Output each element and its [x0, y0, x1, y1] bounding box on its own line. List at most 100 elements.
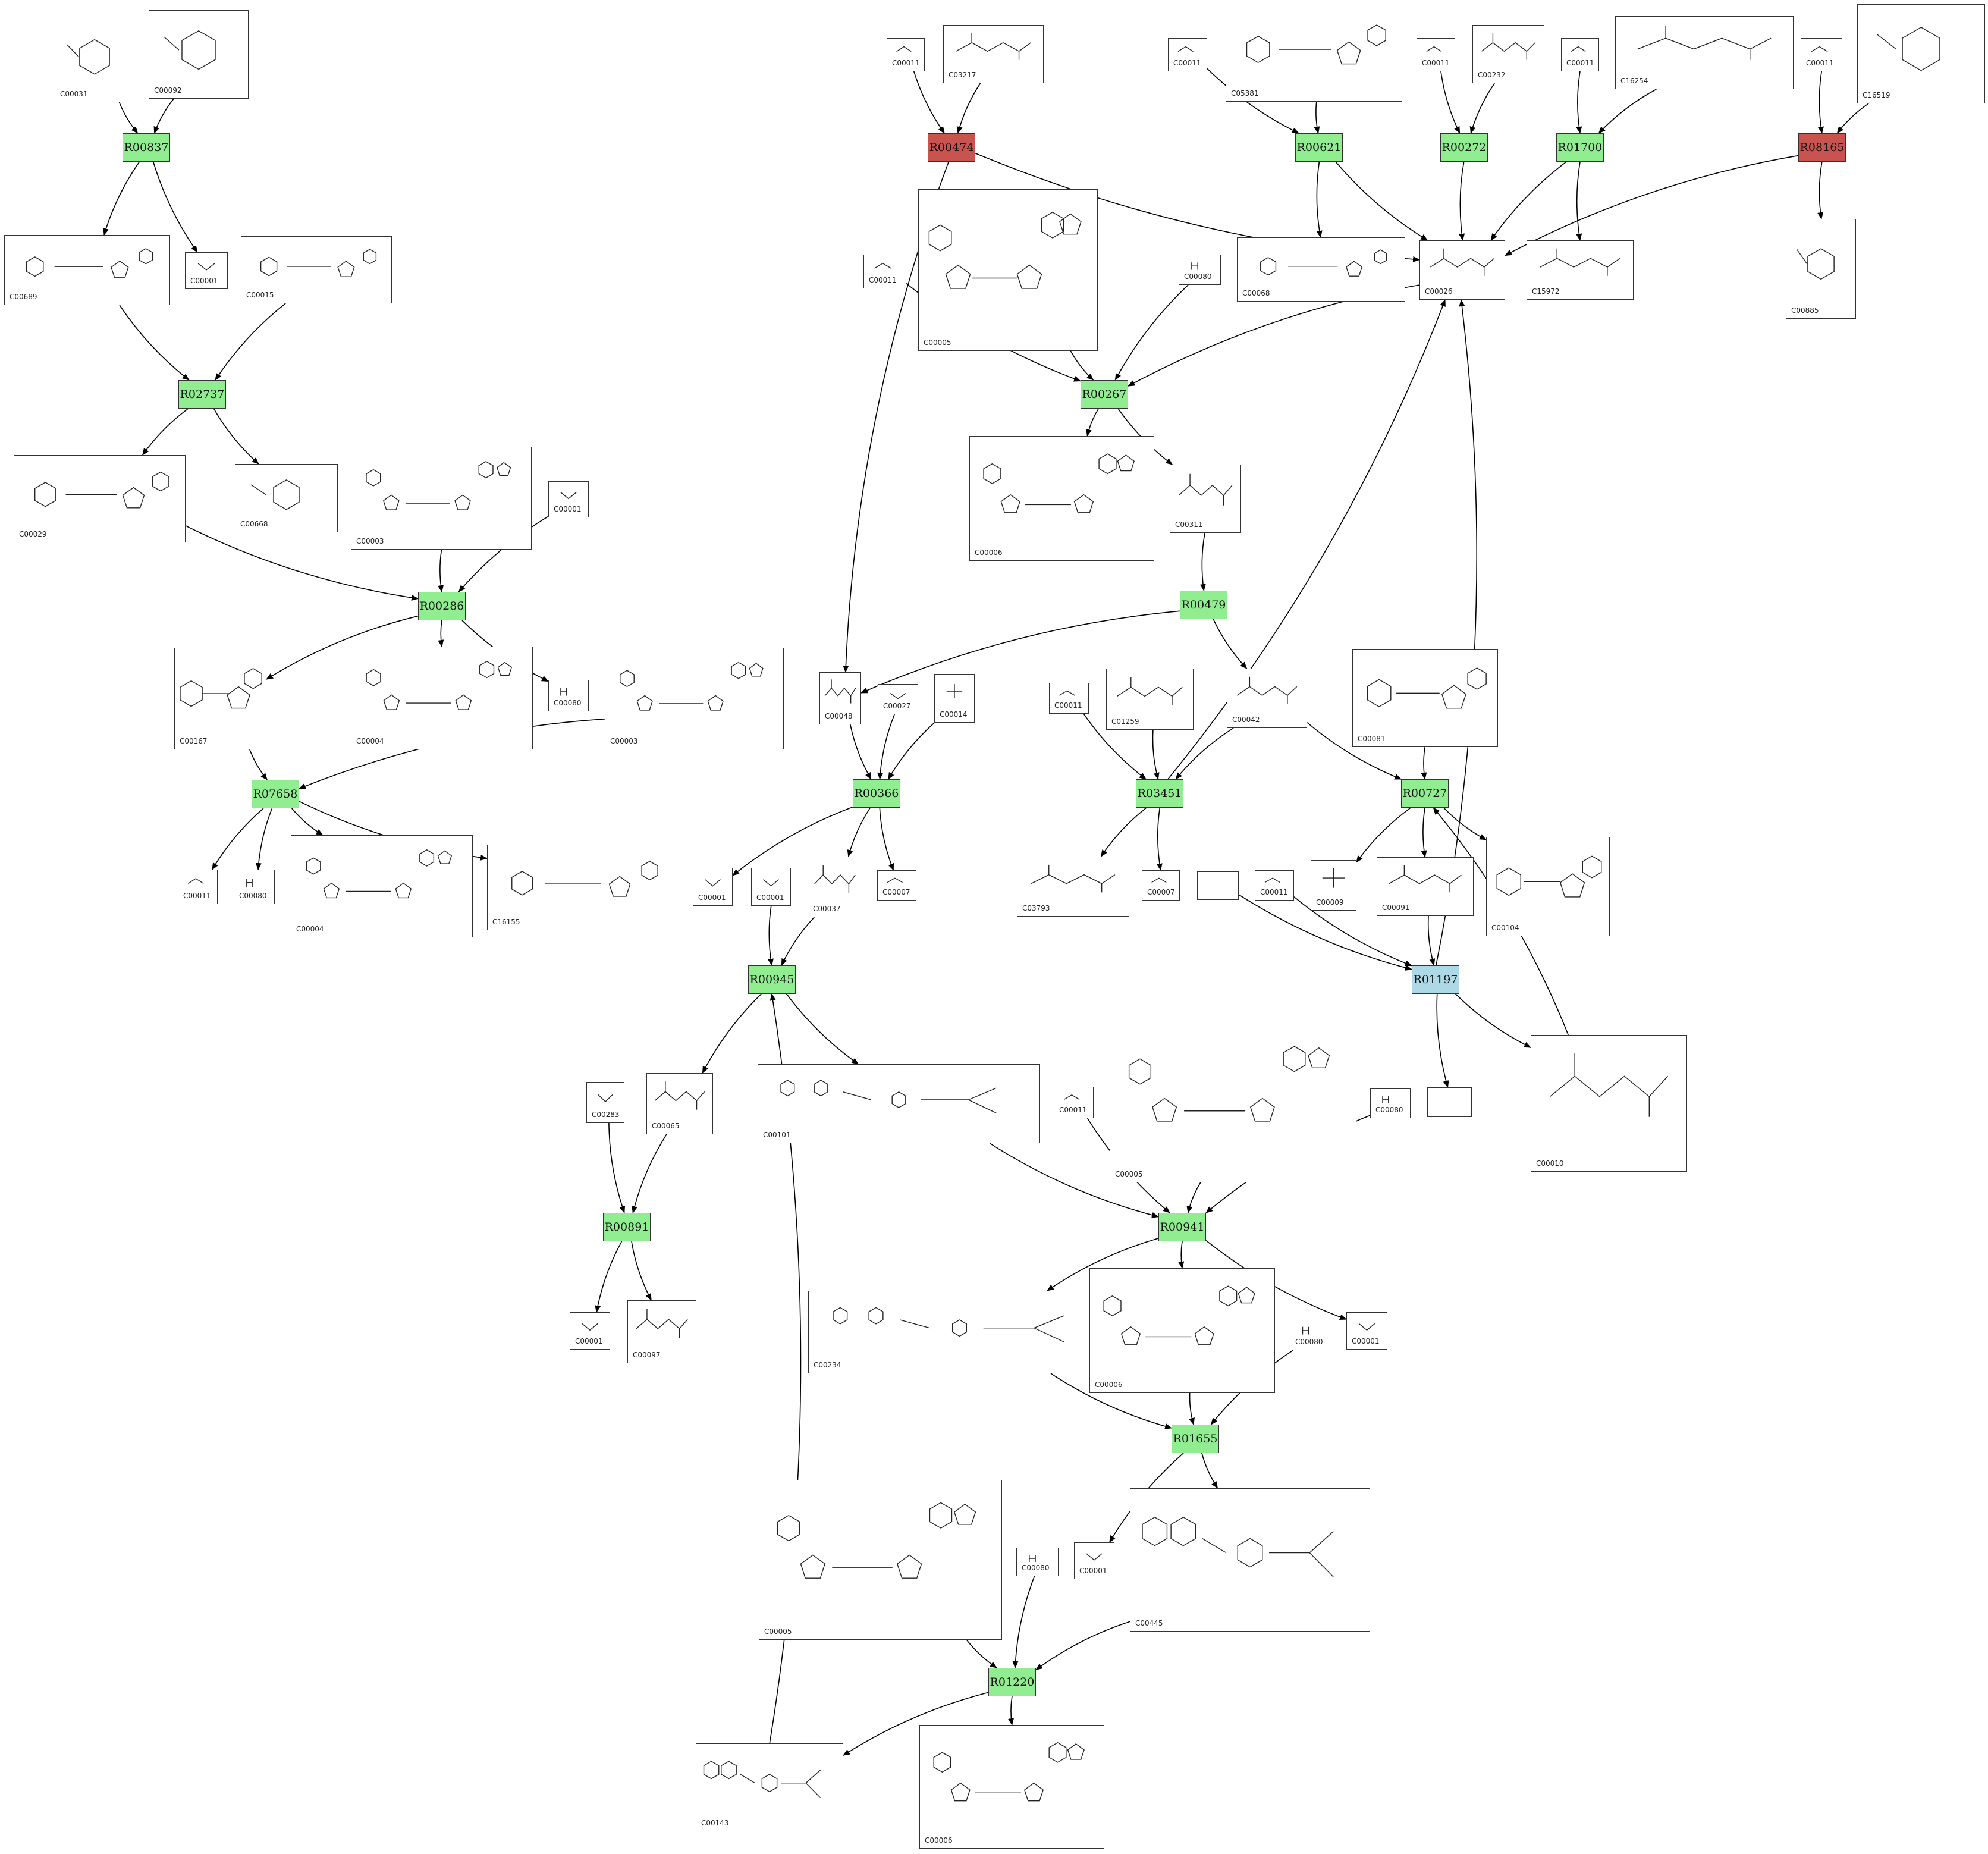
compound-c16254[interactable]: C16254	[1615, 16, 1794, 89]
compound-c00445[interactable]: C00445	[1130, 1488, 1370, 1632]
reaction-r00286[interactable]: R00286	[418, 592, 466, 620]
compound-c00007[interactable]: C00007	[877, 870, 916, 901]
compound-c00091[interactable]: C00091	[1377, 857, 1474, 916]
compound-c00283[interactable]: C00283	[586, 1082, 624, 1123]
compound-c00014[interactable]: C00014	[934, 674, 975, 723]
compound-c00001[interactable]: C00001	[693, 868, 733, 906]
reaction-r08165[interactable]: R08165	[1798, 133, 1846, 162]
compound-c00005[interactable]: C00005	[759, 1480, 1002, 1640]
compound-empty[interactable]	[1197, 871, 1239, 900]
compound-c00068[interactable]: C00068	[1237, 237, 1405, 302]
compound-c00167[interactable]: C00167	[174, 648, 266, 749]
compound-c00080[interactable]: C00080	[1179, 255, 1221, 285]
compound-id-label: C00006	[975, 548, 1003, 557]
compound-c00080[interactable]: C00080	[1290, 1319, 1331, 1350]
reaction-r01655[interactable]: R01655	[1172, 1425, 1219, 1453]
compound-c00011[interactable]: C00011	[1417, 38, 1455, 71]
reaction-r00945[interactable]: R00945	[748, 965, 796, 994]
compound-c00026[interactable]: C00026	[1419, 240, 1505, 300]
reaction-r00621[interactable]: R00621	[1295, 133, 1343, 162]
compound-c00081[interactable]: C00081	[1352, 649, 1498, 747]
reaction-r07658[interactable]: R07658	[252, 780, 299, 808]
compound-c00885[interactable]: C00885	[1786, 219, 1856, 319]
compound-c00011[interactable]: C00011	[887, 38, 925, 71]
compound-c00009[interactable]: C00009	[1311, 860, 1356, 911]
compound-c00003[interactable]: C00003	[351, 447, 532, 550]
compound-c00037[interactable]: C00037	[808, 857, 862, 917]
reaction-r00272[interactable]: R00272	[1440, 133, 1488, 162]
compound-c00234[interactable]: C00234	[808, 1291, 1111, 1373]
reaction-r01197[interactable]: R01197	[1412, 965, 1459, 994]
compound-c00080[interactable]: C00080	[548, 680, 589, 711]
reaction-r01700[interactable]: R01700	[1556, 133, 1604, 162]
compound-c00001[interactable]: C00001	[1346, 1312, 1387, 1350]
compound-c00001[interactable]: C00001	[751, 868, 791, 906]
compound-empty[interactable]	[1427, 1087, 1472, 1117]
compound-c00001[interactable]: C00001	[185, 252, 228, 289]
structure-drawing	[1191, 262, 1198, 270]
reaction-r03451[interactable]: R03451	[1136, 779, 1183, 808]
reaction-r00366[interactable]: R00366	[853, 779, 900, 808]
reaction-r00474[interactable]: R00474	[928, 133, 975, 162]
reaction-r00837[interactable]: R00837	[123, 133, 170, 162]
compound-c00015[interactable]: C00015	[241, 236, 392, 303]
structure-drawing	[1358, 1323, 1375, 1331]
compound-c00080[interactable]: C00080	[1016, 1548, 1059, 1576]
reaction-r00727[interactable]: R00727	[1401, 779, 1449, 808]
compound-c00003[interactable]: C00003	[605, 648, 784, 749]
compound-c00668[interactable]: C00668	[235, 464, 338, 532]
compound-c01259[interactable]: C01259	[1106, 669, 1194, 730]
compound-c00010[interactable]: C00010	[1531, 1035, 1687, 1172]
reaction-r00891[interactable]: R00891	[603, 1213, 651, 1241]
compound-c00143[interactable]: C00143	[696, 1743, 843, 1831]
compound-id-label: C00101	[763, 1131, 791, 1139]
edge-c3217-to-r00474	[956, 83, 981, 134]
compound-c00027[interactable]: C00027	[878, 684, 918, 714]
compound-c00006[interactable]: C00006	[919, 1725, 1104, 1849]
compound-c00011[interactable]: C00011	[178, 870, 218, 904]
compound-c15972[interactable]: C15972	[1527, 240, 1634, 300]
compound-c00080[interactable]: C00080	[234, 870, 275, 904]
compound-c00311[interactable]: C00311	[1170, 465, 1241, 533]
compound-c00005[interactable]: C00005	[918, 189, 1098, 351]
compound-c00042[interactable]: C00042	[1227, 669, 1307, 728]
compound-c00004[interactable]: C00004	[291, 835, 473, 937]
compound-c00048[interactable]: C00048	[819, 672, 861, 724]
compound-c00104[interactable]: C00104	[1486, 837, 1610, 936]
compound-c00232[interactable]: C00232	[1472, 25, 1544, 83]
reaction-r02737[interactable]: R02737	[178, 380, 226, 409]
compound-c00001[interactable]: C00001	[1074, 1542, 1114, 1579]
compound-c03793[interactable]: C03793	[1017, 857, 1129, 917]
compound-c16519[interactable]: C16519	[1857, 4, 1985, 103]
compound-c16155[interactable]: C16155	[487, 845, 677, 930]
compound-c00011[interactable]: C00011	[1049, 683, 1089, 714]
compound-c00011[interactable]: C00011	[1561, 38, 1599, 71]
compound-c00011[interactable]: C00011	[1801, 38, 1842, 71]
edge-c37-to-r00945	[781, 917, 815, 966]
compound-c00006[interactable]: C00006	[969, 436, 1154, 561]
compound-c00011[interactable]: C00011	[1168, 38, 1207, 71]
compound-c00011[interactable]: C00011	[1255, 870, 1294, 901]
compound-c00689[interactable]: C00689	[4, 235, 170, 305]
compound-c00031[interactable]: C00031	[55, 20, 134, 102]
compound-c00029[interactable]: C00029	[14, 455, 186, 542]
compound-c00001[interactable]: C00001	[548, 481, 589, 517]
compound-c00092[interactable]: C00092	[149, 10, 249, 99]
compound-c00004[interactable]: C00004	[351, 647, 533, 749]
reaction-r00941[interactable]: R00941	[1158, 1213, 1206, 1241]
compound-c00080[interactable]: C00080	[1370, 1088, 1411, 1118]
compound-c00007[interactable]: C00007	[1142, 870, 1180, 901]
compound-c05381[interactable]: C05381	[1226, 7, 1402, 102]
compound-c00065[interactable]: C00065	[646, 1073, 713, 1134]
reaction-r00267[interactable]: R00267	[1081, 380, 1128, 409]
compound-c00005[interactable]: C00005	[1110, 1024, 1356, 1182]
compound-c00097[interactable]: C00097	[627, 1300, 696, 1363]
reaction-r00479[interactable]: R00479	[1180, 591, 1227, 619]
compound-c00001[interactable]: C00001	[570, 1312, 610, 1350]
compound-c00101[interactable]: C00101	[758, 1064, 1040, 1143]
compound-c00011[interactable]: C00011	[1054, 1087, 1094, 1118]
compound-c03217[interactable]: C03217	[943, 25, 1044, 83]
compound-c00006[interactable]: C00006	[1089, 1268, 1275, 1393]
compound-c00011[interactable]: C00011	[863, 255, 906, 288]
reaction-r01220[interactable]: R01220	[988, 1668, 1036, 1696]
